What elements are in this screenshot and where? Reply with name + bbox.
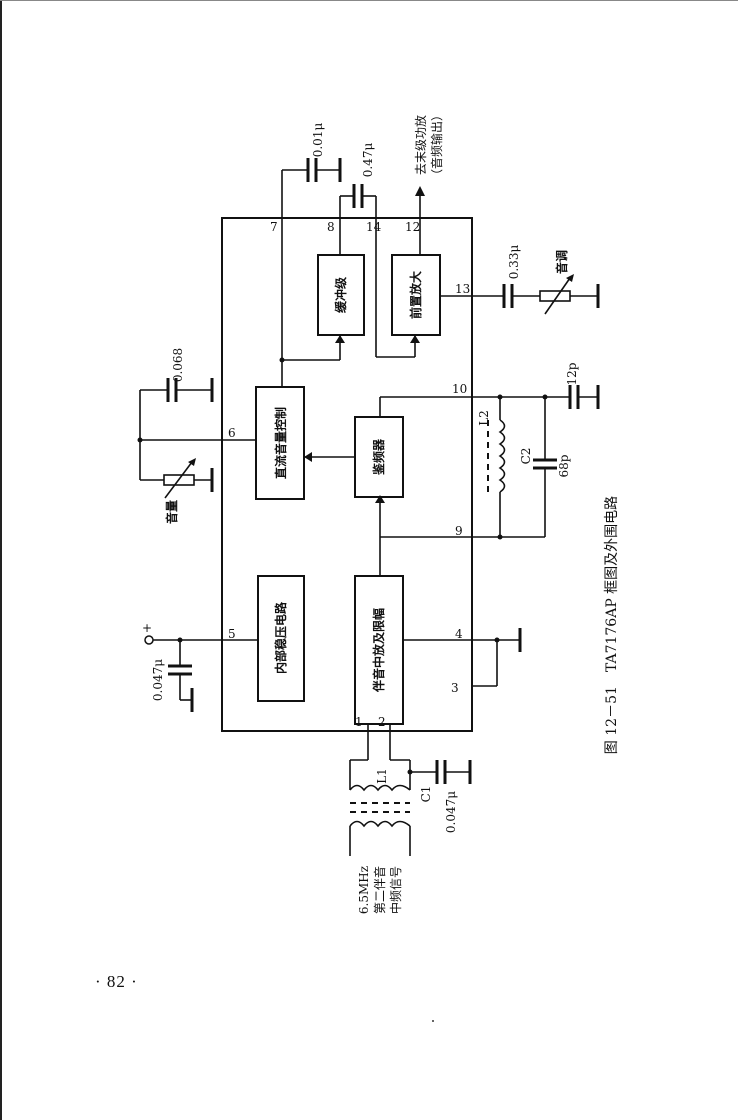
volume-label: 音量 bbox=[164, 500, 179, 524]
pin-2: 2 bbox=[378, 715, 386, 729]
block-if-amp-label: 伴音中放及限幅 bbox=[371, 608, 386, 693]
pin-12: 12 bbox=[405, 220, 420, 234]
l1-secondary-coil-icon bbox=[349, 820, 411, 828]
pin-9: 9 bbox=[455, 524, 463, 538]
input-network: L1 C1 0.047μ 6.5MHz 第二伴音 中频信号 bbox=[349, 731, 472, 914]
supply-terminal-icon bbox=[144, 635, 154, 645]
c-pin5-value: 0.047μ bbox=[151, 659, 165, 701]
block-detector-label: 鉴频器 bbox=[371, 438, 386, 476]
scan-speck bbox=[432, 1020, 434, 1022]
block-regulator: 内部稳压电路 bbox=[257, 575, 305, 702]
block-dc-volume-label: 直流音量控制 bbox=[273, 407, 288, 479]
figure-caption: 图 12－51 TA7176AP 框图及外围电路 bbox=[604, 496, 620, 754]
tone-network: 0.33μ 音调 bbox=[472, 245, 600, 315]
pin-3: 3 bbox=[451, 681, 459, 695]
c1-label: C1 bbox=[419, 786, 433, 803]
l1-primary-coil-icon bbox=[349, 784, 411, 792]
c-pin7-value: 0.01μ bbox=[311, 123, 325, 158]
output-label-line2: （音频输出） bbox=[429, 109, 444, 181]
page-number: · 82 · bbox=[95, 972, 138, 991]
discriminator-tank: L2 C2 68p 12p bbox=[472, 362, 600, 540]
l2-label: L2 bbox=[477, 410, 491, 426]
pin-5: 5 bbox=[228, 627, 236, 641]
pin-10: 10 bbox=[452, 382, 467, 396]
pin8-14-capacitor: 0.47μ bbox=[339, 143, 377, 218]
block-if-amp-limiter: 伴音中放及限幅 bbox=[354, 575, 404, 725]
internal-connections bbox=[222, 218, 472, 731]
l2-coil-icon bbox=[498, 419, 506, 493]
input-label-line2: 第二伴音 bbox=[372, 866, 387, 914]
block-preamp-label: 前置放大 bbox=[408, 271, 423, 319]
c2-label: C2 bbox=[519, 448, 533, 465]
pin-6: 6 bbox=[228, 426, 236, 440]
c-pin13-value: 0.33μ bbox=[507, 245, 521, 280]
c2-value: 68p bbox=[557, 454, 571, 477]
input-label-line1: 6.5MHz bbox=[357, 866, 371, 914]
l1-label: L1 bbox=[375, 768, 389, 784]
block-preamp: 前置放大 bbox=[391, 254, 441, 336]
page-top-border bbox=[0, 0, 738, 1]
block-buffer: 缓冲级 bbox=[317, 254, 365, 336]
page-left-border bbox=[0, 0, 2, 1120]
c-pin10-value: 12p bbox=[565, 362, 579, 385]
ground-pin3-4 bbox=[472, 628, 522, 687]
pin-8: 8 bbox=[327, 220, 335, 234]
c-pin8-14-value: 0.47μ bbox=[361, 143, 375, 178]
pin-numbers: 1 2 3 4 5 6 7 8 9 10 12 13 14 bbox=[228, 220, 470, 729]
pin-7: 7 bbox=[270, 220, 278, 234]
supply-plus: + bbox=[142, 621, 152, 635]
volume-network: 0.068 音量 bbox=[137, 348, 222, 524]
block-detector: 鉴频器 bbox=[354, 416, 404, 498]
pin-14: 14 bbox=[366, 220, 382, 234]
supply-network: + 0.047μ bbox=[142, 621, 222, 712]
block-dc-volume: 直流音量控制 bbox=[255, 386, 305, 500]
c-pin6-value: 0.068 bbox=[171, 348, 185, 382]
tone-label: 音调 bbox=[554, 250, 569, 274]
c1-value: 0.047μ bbox=[444, 791, 458, 833]
output-label-line1: 去末级功放 bbox=[413, 115, 428, 175]
input-label-line3: 中频信号 bbox=[388, 866, 403, 914]
pin-1: 1 bbox=[355, 715, 363, 729]
pin-13: 13 bbox=[455, 282, 470, 296]
block-regulator-label: 内部稳压电路 bbox=[273, 601, 288, 674]
pin-4: 4 bbox=[455, 627, 463, 641]
audio-output: 去末级功放 （音频输出） bbox=[413, 109, 444, 218]
pin7-capacitor: 0.01μ bbox=[281, 123, 342, 218]
block-buffer-label: 缓冲级 bbox=[333, 277, 348, 313]
